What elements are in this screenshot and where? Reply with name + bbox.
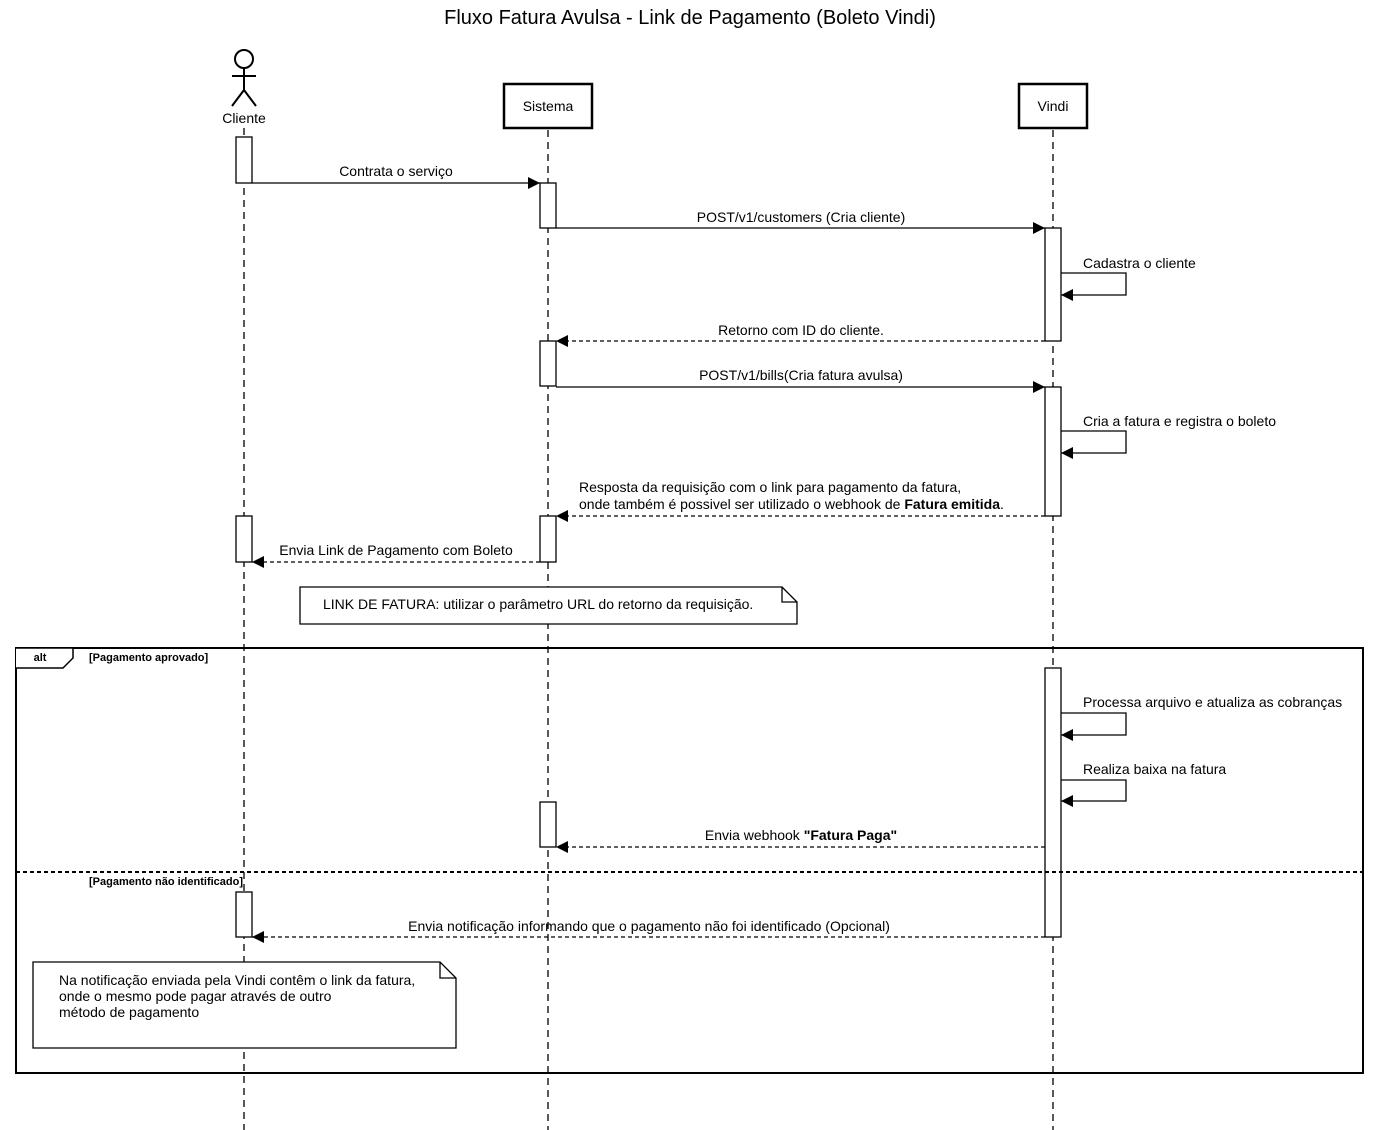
message-label-realiza-baixa: Realiza baixa na fatura xyxy=(1083,761,1226,777)
message-label-contrata: Contrata o serviço xyxy=(339,163,453,179)
message-label-post-bills: POST/v1/bills(Cria fatura avulsa) xyxy=(699,367,903,383)
alt-fragment-frame xyxy=(15,647,1364,1074)
alt-guard-nao-identificado: [Pagamento não identificado] xyxy=(89,876,243,888)
activation-cliente-3 xyxy=(235,891,253,938)
participant-sistema-label: Sistema xyxy=(523,98,574,114)
message-label-cria-fatura: Cria a fatura e registra o boleto xyxy=(1083,413,1276,429)
note-notificacao-vindi: Na notificação enviada pela Vindi contêm… xyxy=(32,961,457,1049)
alt-guard-aprovado: [Pagamento aprovado] xyxy=(89,652,209,664)
message-label-notificacao: Envia notificação informando que o pagam… xyxy=(408,918,890,934)
note-notificacao-line3: método de pagamento xyxy=(59,1004,199,1020)
message-label-processa-arquivo: Processa arquivo e atualiza as cobranças xyxy=(1083,694,1342,710)
diagram-title: Fluxo Fatura Avulsa - Link de Pagamento … xyxy=(444,7,936,29)
message-label-retorno-id: Retorno com ID do cliente. xyxy=(718,322,884,338)
self-message-realiza-baixa xyxy=(1061,779,1127,807)
activation-sistema-2 xyxy=(539,340,557,387)
activation-sistema-3 xyxy=(539,515,557,563)
note-link-fatura-text: LINK DE FATURA: utilizar o parâmetro URL… xyxy=(323,596,753,612)
participant-vindi-box xyxy=(1017,82,1089,130)
message-label-post-customers: POST/v1/customers (Cria cliente) xyxy=(697,209,906,225)
activation-vindi-3 xyxy=(1044,667,1062,938)
self-message-cria-fatura xyxy=(1061,430,1127,459)
activation-sistema-1 xyxy=(539,182,557,229)
message-label-resposta-line1: Resposta da requisição com o link para p… xyxy=(579,479,961,495)
actor-cliente xyxy=(231,49,257,107)
message-label-envia-link: Envia Link de Pagamento com Boleto xyxy=(279,542,513,558)
activation-vindi-2 xyxy=(1044,386,1062,517)
participant-cliente-label: Cliente xyxy=(222,110,266,126)
note-notificacao-line2: onde o mesmo pode pagar através de outro xyxy=(59,988,332,1004)
message-label-cadastra: Cadastra o cliente xyxy=(1083,255,1196,271)
activation-sistema-4 xyxy=(539,801,557,848)
activation-vindi-1 xyxy=(1044,227,1062,342)
self-message-cadastra xyxy=(1061,272,1127,301)
message-label-resposta-line2: onde também é possivel ser utilizado o w… xyxy=(579,496,1004,512)
alt-keyword: alt xyxy=(34,652,47,664)
activation-cliente-1 xyxy=(235,136,253,184)
note-notificacao-line1: Na notificação enviada pela Vindi contêm… xyxy=(59,972,415,988)
self-message-processa-arquivo xyxy=(1061,712,1127,741)
participant-sistema-box xyxy=(502,82,594,130)
alt-fragment-tab xyxy=(16,647,74,669)
note-link-fatura: LINK DE FATURA: utilizar o parâmetro URL… xyxy=(299,586,798,625)
message-label-webhook-fatura-paga: Envia webhook "Fatura Paga" xyxy=(705,827,897,843)
participant-vindi-label: Vindi xyxy=(1038,98,1069,114)
activation-cliente-2 xyxy=(235,515,253,563)
actor-head xyxy=(234,49,254,69)
alt-fragment: alt [Pagamento aprovado] [Pagamento não … xyxy=(15,647,1364,1074)
